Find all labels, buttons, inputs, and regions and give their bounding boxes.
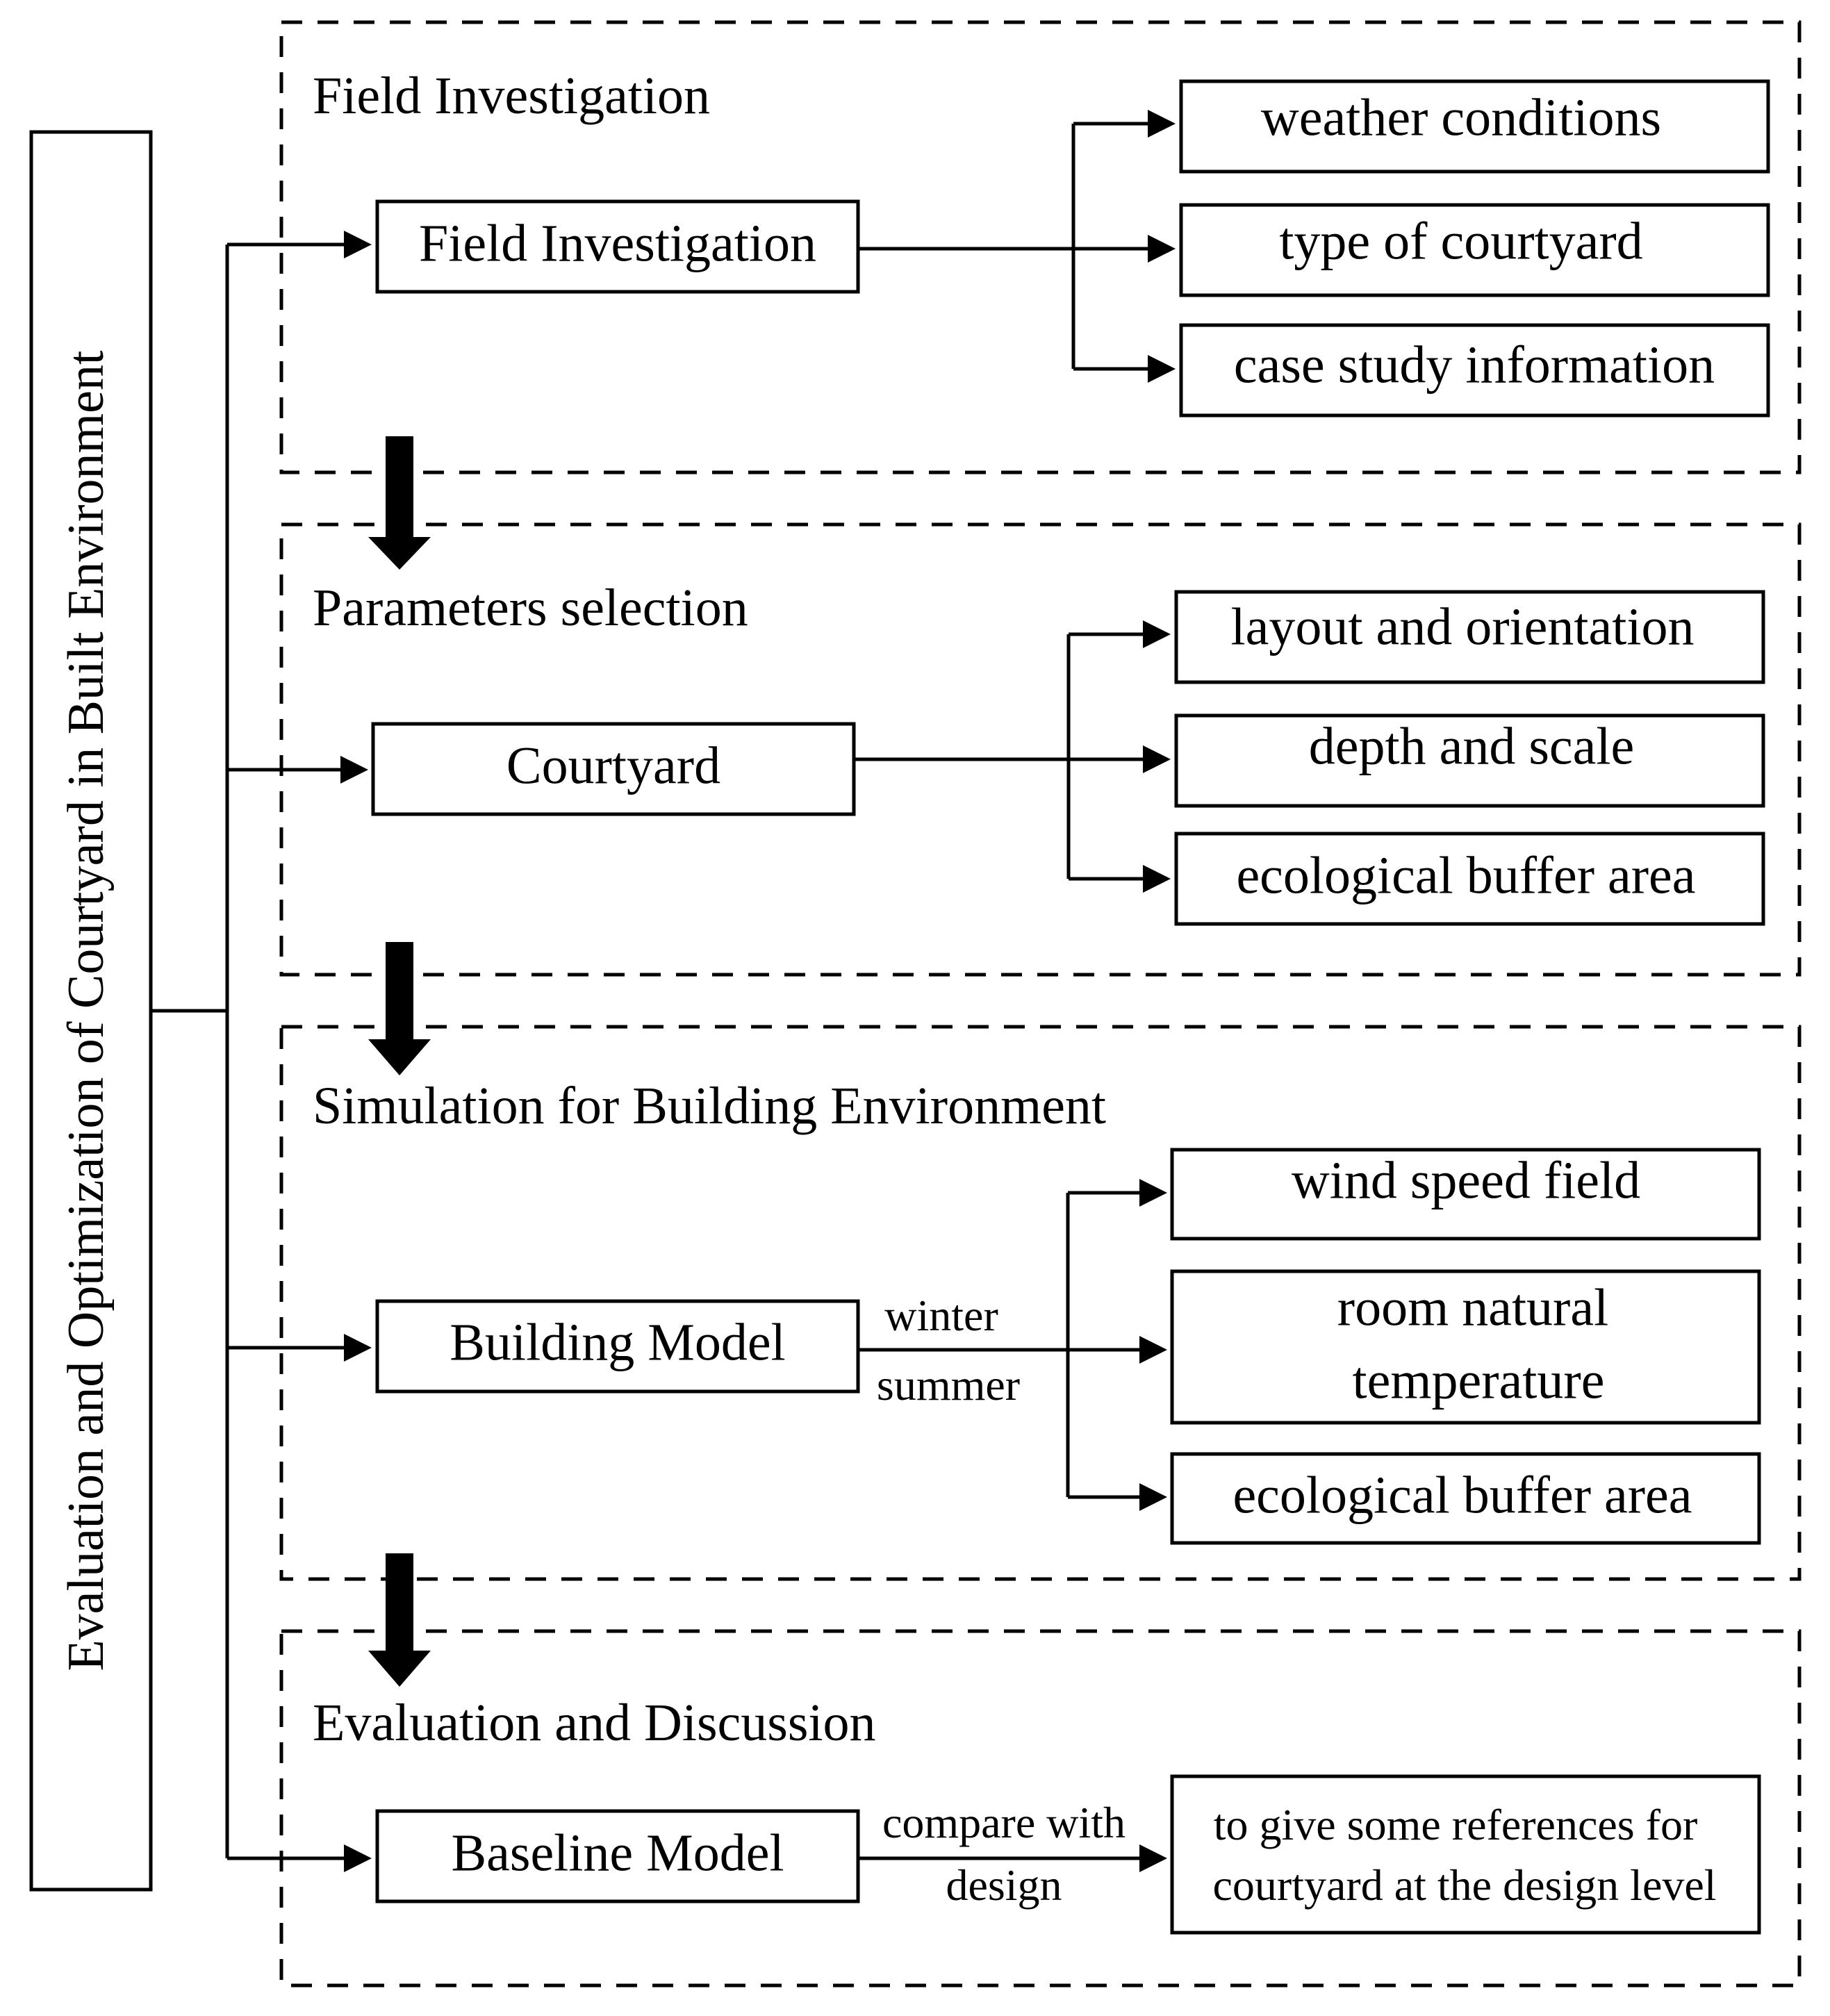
node-label: case study information — [1234, 336, 1715, 394]
node-weather-conditions — [1179, 79, 1770, 174]
node-label-line-1: to give some references for — [1214, 1800, 1698, 1849]
node-label: Baseline Model — [451, 1824, 784, 1882]
down-arrow-2 — [368, 942, 431, 1075]
link-label-design: design — [946, 1860, 1062, 1910]
arrowhead — [1148, 235, 1176, 263]
node-field-investigation — [375, 199, 860, 294]
node-building-model — [375, 1299, 860, 1394]
arrowhead — [340, 756, 368, 784]
node-design-references — [1170, 1774, 1761, 1935]
link-label-summer: summer — [877, 1360, 1020, 1410]
side-title-box — [29, 130, 153, 1892]
node-label: Courtyard — [506, 736, 720, 795]
arrowhead — [344, 1334, 372, 1362]
arrowhead — [1139, 1844, 1167, 1872]
section-frame-simulation — [279, 1025, 1802, 1581]
node-label: ecological buffer area — [1233, 1466, 1692, 1524]
node-label-line-1: room natural — [1337, 1278, 1608, 1337]
node-wind-speed-field — [1170, 1148, 1761, 1241]
down-arrow-3 — [368, 1553, 431, 1687]
node-label: weather conditions — [1261, 88, 1661, 147]
arrowhead — [1143, 745, 1171, 773]
node-depth-and-scale — [1174, 713, 1765, 808]
arrowhead — [344, 231, 372, 258]
node-label: type of courtyard — [1279, 212, 1642, 270]
section-frame-field-investigation — [279, 20, 1802, 474]
section-frame-parameters-selection — [279, 522, 1802, 977]
node-label: Field Investigation — [419, 214, 816, 272]
node-label: wind speed field — [1292, 1151, 1640, 1209]
section-title-evaluation: Evaluation and Discussion — [313, 1694, 876, 1752]
node-label: layout and orientation — [1231, 597, 1695, 656]
arrowhead — [1143, 620, 1171, 648]
section-title-field-investigation: Field Investigation — [313, 67, 710, 125]
section-title-simulation: Simulation for Building Environment — [313, 1077, 1106, 1135]
node-baseline-model — [375, 1809, 860, 1903]
node-label-line-2: courtyard at the design level — [1212, 1860, 1716, 1910]
section-frame-evaluation — [279, 1629, 1802, 1988]
arrowhead — [344, 1844, 372, 1872]
section-title-parameters-selection: Parameters selection — [313, 579, 748, 637]
node-label: Building Model — [450, 1313, 785, 1371]
node-courtyard — [371, 722, 856, 816]
side-title: Evaluation and Optimization of Courtyard… — [58, 350, 115, 1671]
arrowhead — [1148, 110, 1176, 138]
arrowhead — [1148, 355, 1176, 383]
node-label: ecological buffer area — [1236, 846, 1695, 904]
down-arrow-1 — [368, 436, 431, 570]
link-label-winter: winter — [884, 1291, 998, 1340]
node-layout-and-orientation — [1174, 590, 1765, 684]
node-ecological-buffer-area — [1170, 1452, 1761, 1545]
arrowhead — [1143, 865, 1171, 893]
arrowhead — [1139, 1336, 1167, 1364]
node-ecological-buffer-area — [1174, 832, 1765, 926]
node-room-natural-temperature — [1170, 1269, 1761, 1425]
arrowhead — [1139, 1483, 1167, 1511]
node-case-study-information — [1179, 323, 1770, 418]
node-label: depth and scale — [1309, 717, 1634, 775]
link-label-compare-with: compare with — [882, 1798, 1126, 1847]
arrowhead — [1139, 1179, 1167, 1207]
node-label-line-2: temperature — [1353, 1351, 1605, 1410]
node-type-of-courtyard — [1179, 203, 1770, 297]
